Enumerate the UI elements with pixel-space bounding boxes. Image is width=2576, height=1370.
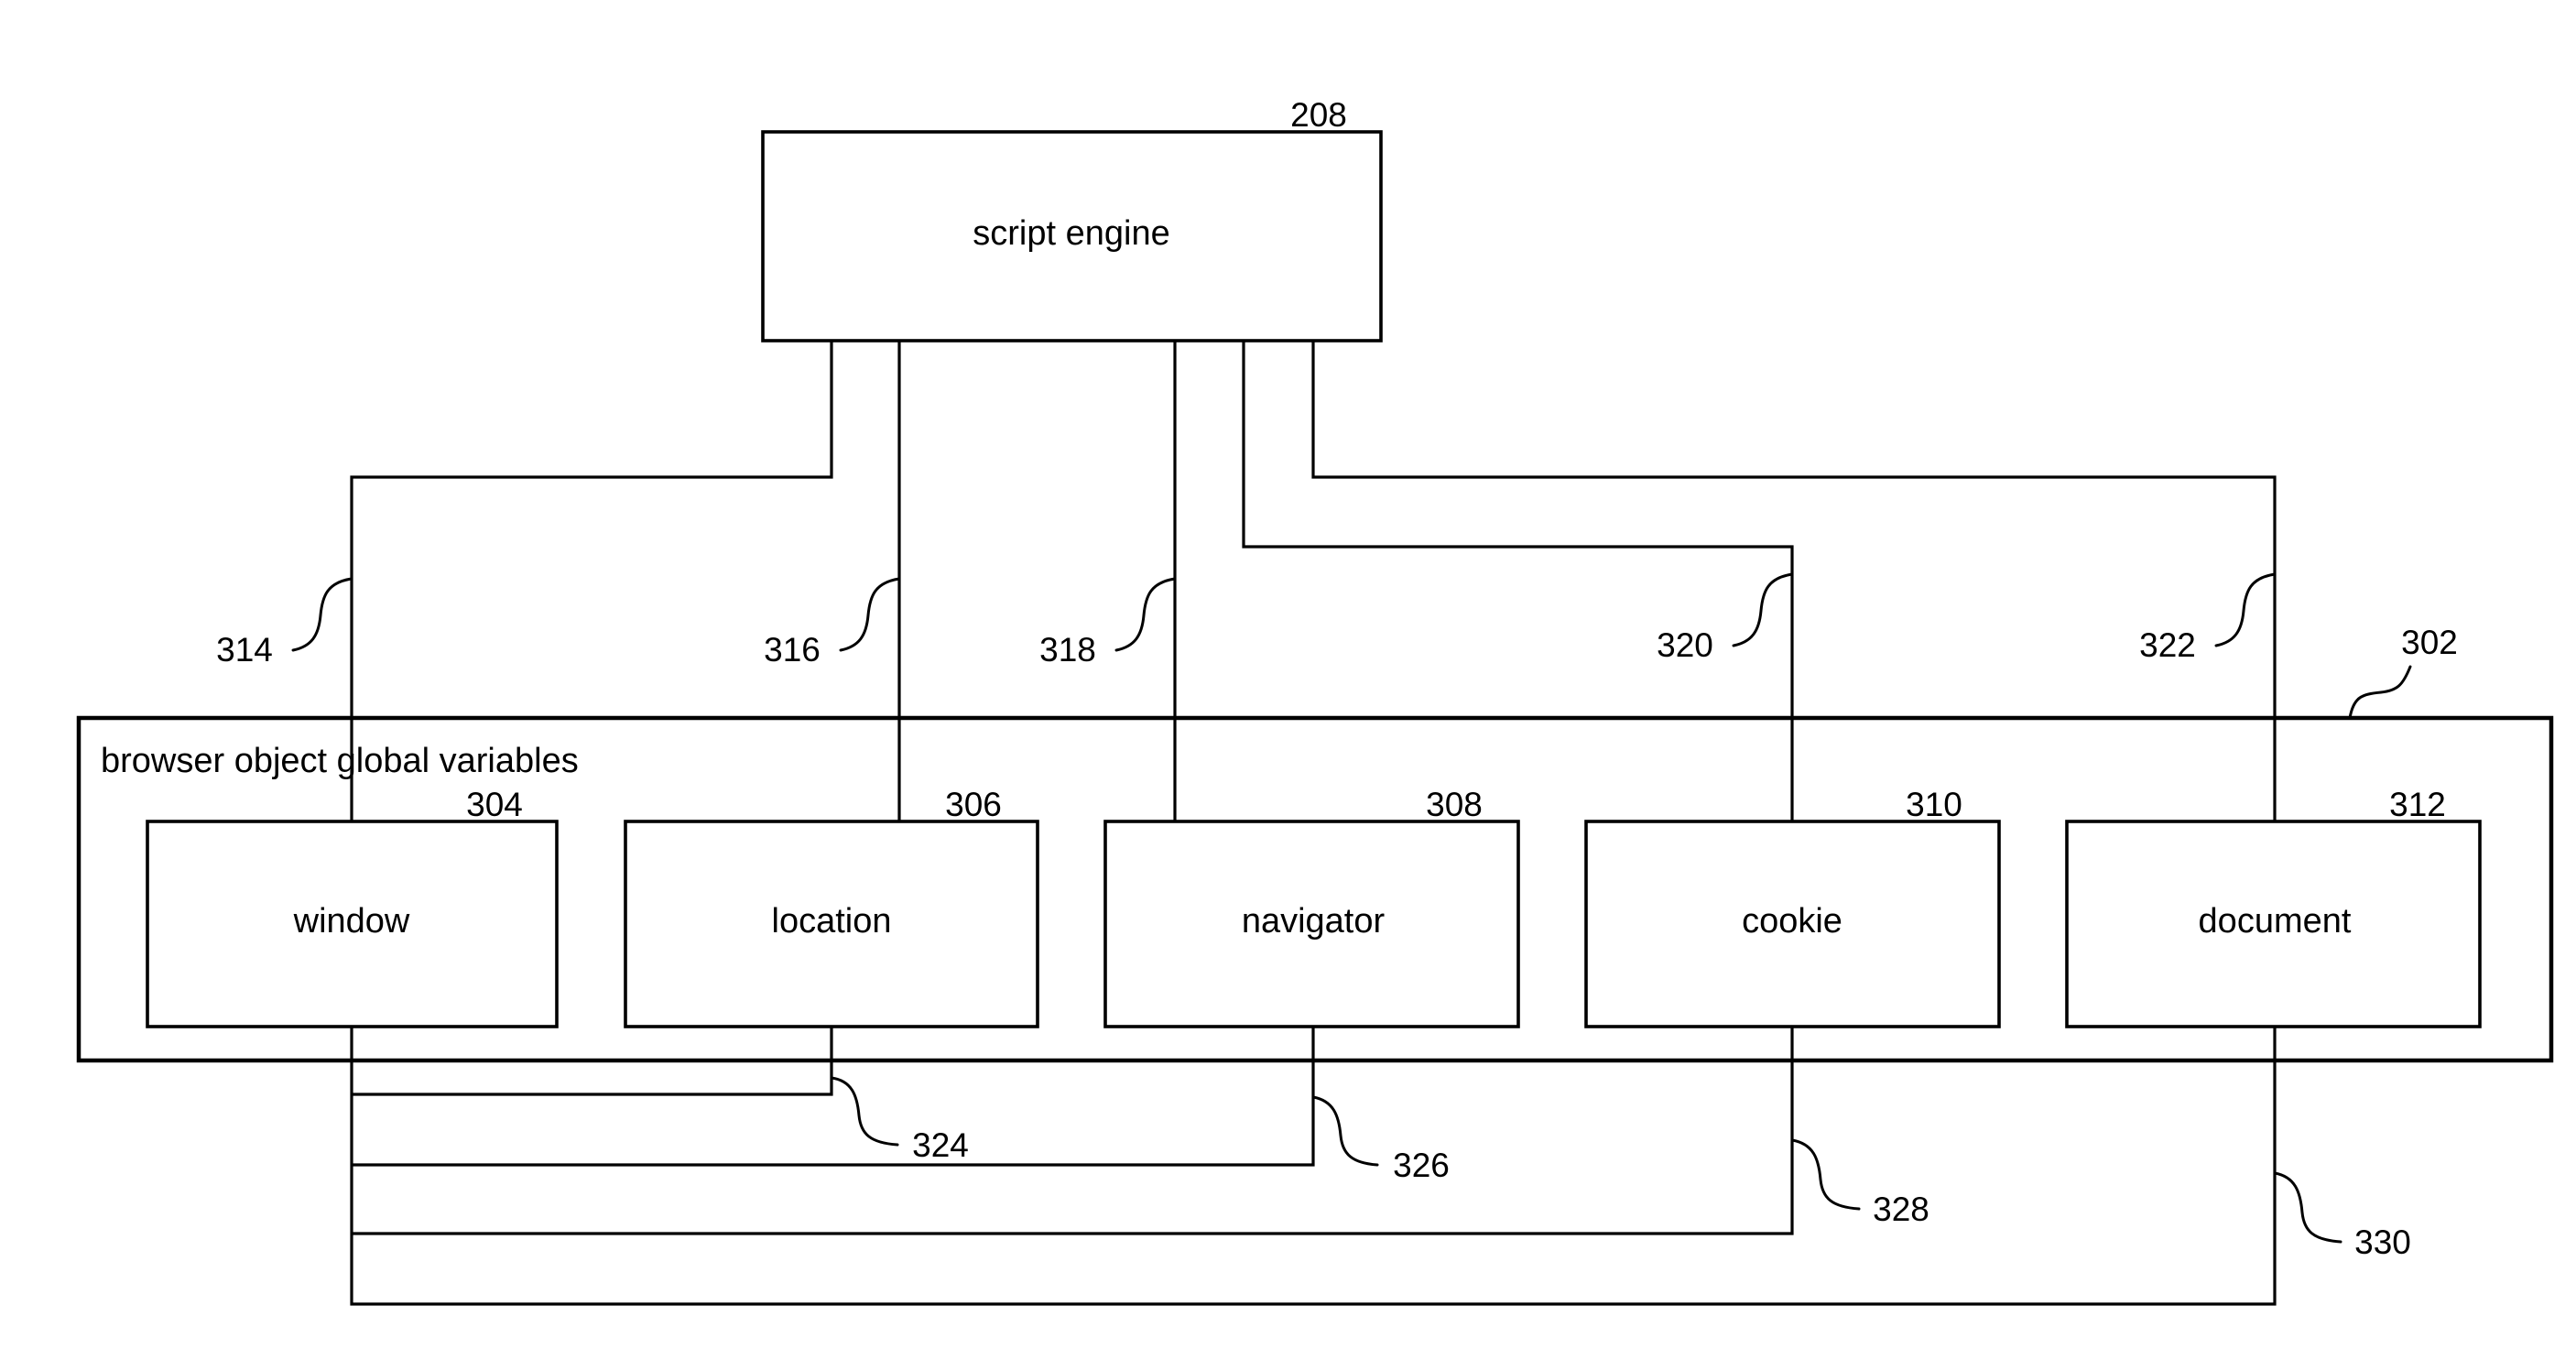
object-window: window 304 [147,786,557,1027]
connector-322 [1313,341,2275,821]
leader-322 [2216,574,2275,646]
object-location: location 306 [625,786,1038,1027]
script-engine-node: script engine 208 [763,96,1381,341]
location-label: location [772,902,892,941]
leader-316 [841,579,899,650]
location-ref: 306 [945,786,1002,823]
connector-320 [1244,341,1792,821]
object-cookie: cookie 310 [1586,786,1999,1027]
object-document: document 312 [2067,786,2480,1027]
global-variables-ref: 302 [2401,624,2458,661]
global-variables-label: browser object global variables [101,742,579,780]
navigator-ref: 308 [1426,786,1483,823]
engine-link-labels: 314 316 318 320 322 [216,574,2275,669]
cookie-label: cookie [1742,902,1842,941]
document-ref: 312 [2389,786,2446,823]
ref-316: 316 [764,631,821,669]
script-engine-label: script engine [973,214,1169,253]
cookie-ref: 310 [1906,786,1962,823]
script-engine-ref: 208 [1290,96,1347,134]
leader-320 [1734,574,1792,646]
ref-324: 324 [912,1126,969,1164]
window-connections [352,1027,2275,1304]
window-label: window [293,902,410,941]
document-label: document [2199,902,2352,941]
window-ref: 304 [466,786,523,823]
leader-314 [293,579,352,650]
ref-326: 326 [1393,1147,1450,1184]
leader-326 [1313,1097,1377,1165]
leader-318 [1116,579,1175,650]
ref-318: 318 [1039,631,1096,669]
object-navigator: navigator 308 [1105,786,1518,1027]
leader-328 [1792,1140,1859,1209]
global-variables-leader [2350,667,2410,718]
ref-320: 320 [1657,626,1713,664]
engine-connections [352,341,2275,821]
ref-322: 322 [2139,626,2196,664]
ref-328: 328 [1873,1191,1929,1228]
connector-328 [352,1027,1792,1234]
ref-314: 314 [216,631,273,669]
navigator-label: navigator [1242,902,1386,941]
ref-330: 330 [2354,1223,2411,1261]
leader-324 [831,1078,897,1145]
leader-330 [2275,1173,2341,1242]
